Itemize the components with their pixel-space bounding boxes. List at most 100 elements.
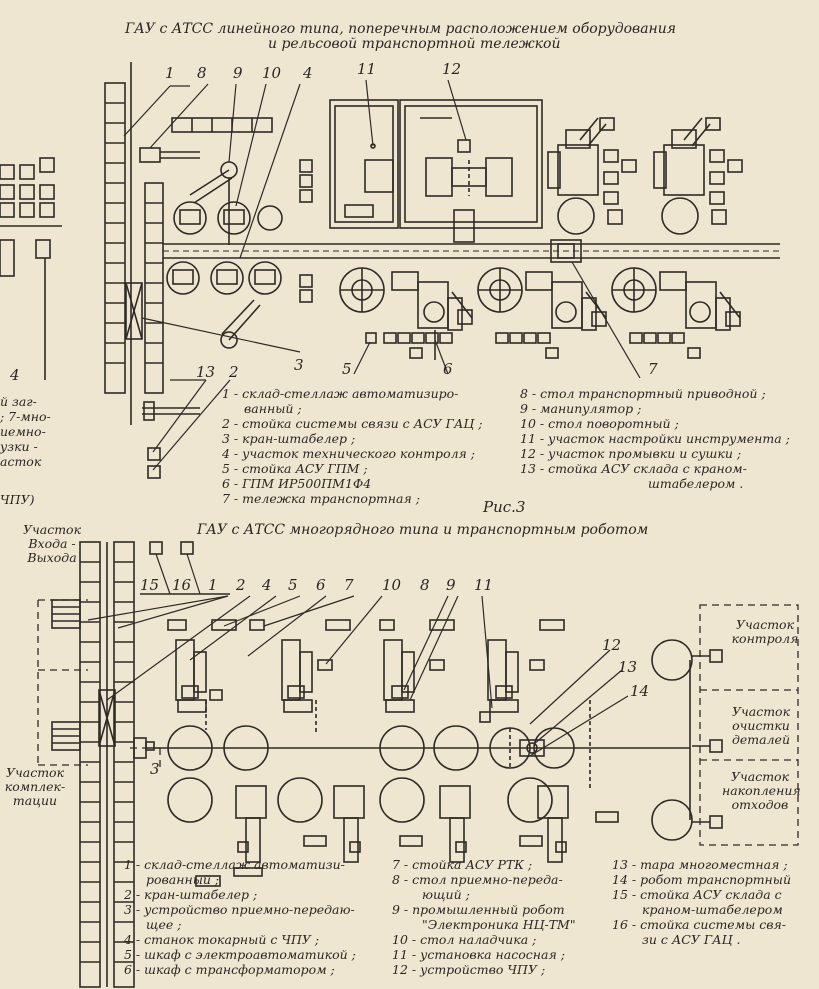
washing-area [399,99,543,243]
bottom-marker-11: 11 [474,576,494,594]
bottom-legend-item: 1 - склад-стеллаж автоматизи- [124,857,345,872]
lathe-upper-2 [281,619,351,732]
gpm-lower-2 [477,267,607,331]
bottom-legend-item: 7 - стойка АСУ РТК ; [392,857,533,872]
top-marker-2: 2 [229,363,239,381]
bottom-legend-item: 14 - робот транспортный [612,872,792,887]
zone-inspection: Участок контроля [731,617,799,646]
zone-kitting: Участок комплек- тации [4,765,66,808]
bottom-legend-item: рованный ; [146,872,220,887]
top-marker-3: 3 [294,356,304,374]
top-leader-lines [123,79,641,471]
gpm-upper-2 [653,117,743,235]
top-legend-item: 13 - стойка АСУ склада с краном- [520,461,747,476]
top-marker-7: 7 [648,360,658,378]
bottom-marker-3: 3 [150,760,160,778]
bottom-marker-1: 1 [208,576,218,594]
bottom-legend-col2: 7 - стойка АСУ РТК ; 8 - стол приемно-пе… [392,857,576,977]
bottom-legend-item: 8 - стол приемно-переда- [392,872,563,887]
bottom-marker-9: 9 [446,576,456,594]
top-marker-1: 1 [165,64,175,82]
top-legend-item: 5 - стойка АСУ ГПМ ; [222,461,368,476]
figure-caption: Рис.3 [483,498,526,516]
bottom-marker-14: 14 [630,682,650,700]
bottom-legend-item: 4 - станок токарный с ЧПУ ; [124,932,320,947]
top-marker-11: 11 [357,60,377,78]
lathe-lower-2 [303,785,365,863]
bottom-legend-item: 9 - промышленный робот [392,902,565,917]
gpm-upper-1 [547,117,637,235]
gpm-lower-1 [339,267,473,360]
bottom-legend-item: ющий ; [422,887,470,902]
bottom-legend-item: "Электроника НЦ-ТМ" [422,917,576,932]
bottom-marker-7: 7 [344,576,354,594]
storage-rack-1 [104,62,164,425]
top-legend-item: 10 - стол поворотный ; [520,416,679,431]
top-legend-right: 8 - стол транспортный приводной ; 9 - ма… [520,386,790,491]
gpm-lower-3 [611,267,741,331]
zone-input-output: Участок Входа - Выхода [22,522,82,565]
bottom-title: ГАУ с АТСС многорядного типа и транспорт… [197,522,649,538]
left-fragment-storage [0,157,62,380]
bottom-marker-8: 8 [420,576,430,594]
bottom-legend-item: 2 - кран-штабелер ; [124,887,258,902]
lathe-lower-4 [537,785,619,863]
top-marker-8: 8 [197,64,207,82]
top-marker-10: 10 [262,64,282,82]
left-fragment-marker: 4 [10,366,20,384]
bottom-marker-4: 4 [262,576,272,594]
tool-setting-area [329,99,399,229]
bottom-marker-16: 16 [172,576,192,594]
top-legend-item: 7 - тележка транспортная ; [222,491,420,506]
bottom-marker-13: 13 [618,658,638,676]
bottom-legend-item: 10 - стол наладчика ; [392,932,537,947]
top-title-line1: ГАУ с АТСС линейного типа, поперечным ра… [125,21,677,37]
left-fragment-line3: иемно- [0,424,46,439]
bottom-legend-item: щее ; [146,917,182,932]
bottom-legend-item: 6 - шкаф с трансформатором ; [124,962,335,977]
left-fragment-line5: асток [0,454,42,469]
top-legend-item: штабелером . [648,476,744,491]
work-circles [167,639,693,841]
bottom-marker-6: 6 [316,576,326,594]
rotary-tables [166,201,283,295]
bottom-marker-10: 10 [382,576,402,594]
left-fragment-line6: ЧПУ) [0,492,35,507]
bottom-marker-5: 5 [288,576,298,594]
top-marker-13: 13 [196,363,216,381]
lathe-upper-4 [479,619,565,723]
bottom-legend-col3: 13 - тара многоместная ; 14 - робот тран… [612,857,791,947]
storage-rack-bottom [51,541,155,988]
top-diagram [0,62,780,479]
lathe-lower-1 [195,785,267,887]
bottom-leader-lines [87,553,629,757]
zone-waste: Участок накопления отходов [722,769,801,812]
left-fragment-line4: узки - [0,439,38,454]
top-legend-item: 11 - участок настройки инструмента ; [520,431,790,446]
lathe-upper-1 [167,619,265,730]
bottom-marker-2: 2 [236,576,246,594]
top-marker-12: 12 [442,60,462,78]
bottom-marker-12: 12 [602,636,622,654]
top-legend-left: 1 - склад-стеллаж автоматизиро- ванный ;… [222,386,483,506]
top-marker-4: 4 [303,64,313,82]
bottom-legend-item: 12 - устройство ЧПУ ; [392,962,546,977]
bottom-diagram [37,541,799,988]
bottom-legend-item: 13 - тара многоместная ; [612,857,788,872]
top-legend-item: 12 - участок промывки и сушки ; [520,446,742,461]
top-legend-item: 2 - стойка системы связи с АСУ ГАЦ ; [222,416,483,431]
bottom-marker-15: 15 [140,576,160,594]
top-marker-5: 5 [342,360,352,378]
top-legend-item: 9 - манипулятор ; [520,401,642,416]
left-fragment-line1: й заг- [0,394,37,409]
bottom-legend-item: 3 - устройство приемно-передаю- [124,902,355,917]
bottom-legend-item: зи с АСУ ГАЦ . [642,932,741,947]
top-legend-item: ванный ; [244,401,302,416]
top-title-line2: и рельсовой транспортной тележкой [268,36,561,52]
bottom-legend-item: краном-штабелером [642,902,783,917]
bottom-legend-item: 11 - установка насосная ; [392,947,565,962]
left-fragment-line2: ; 7-мно- [0,409,51,424]
bottom-legend-col1: 1 - склад-стеллаж автоматизи- рованный ;… [124,857,356,977]
bottom-legend-item: 16 - стойка системы свя- [612,917,786,932]
